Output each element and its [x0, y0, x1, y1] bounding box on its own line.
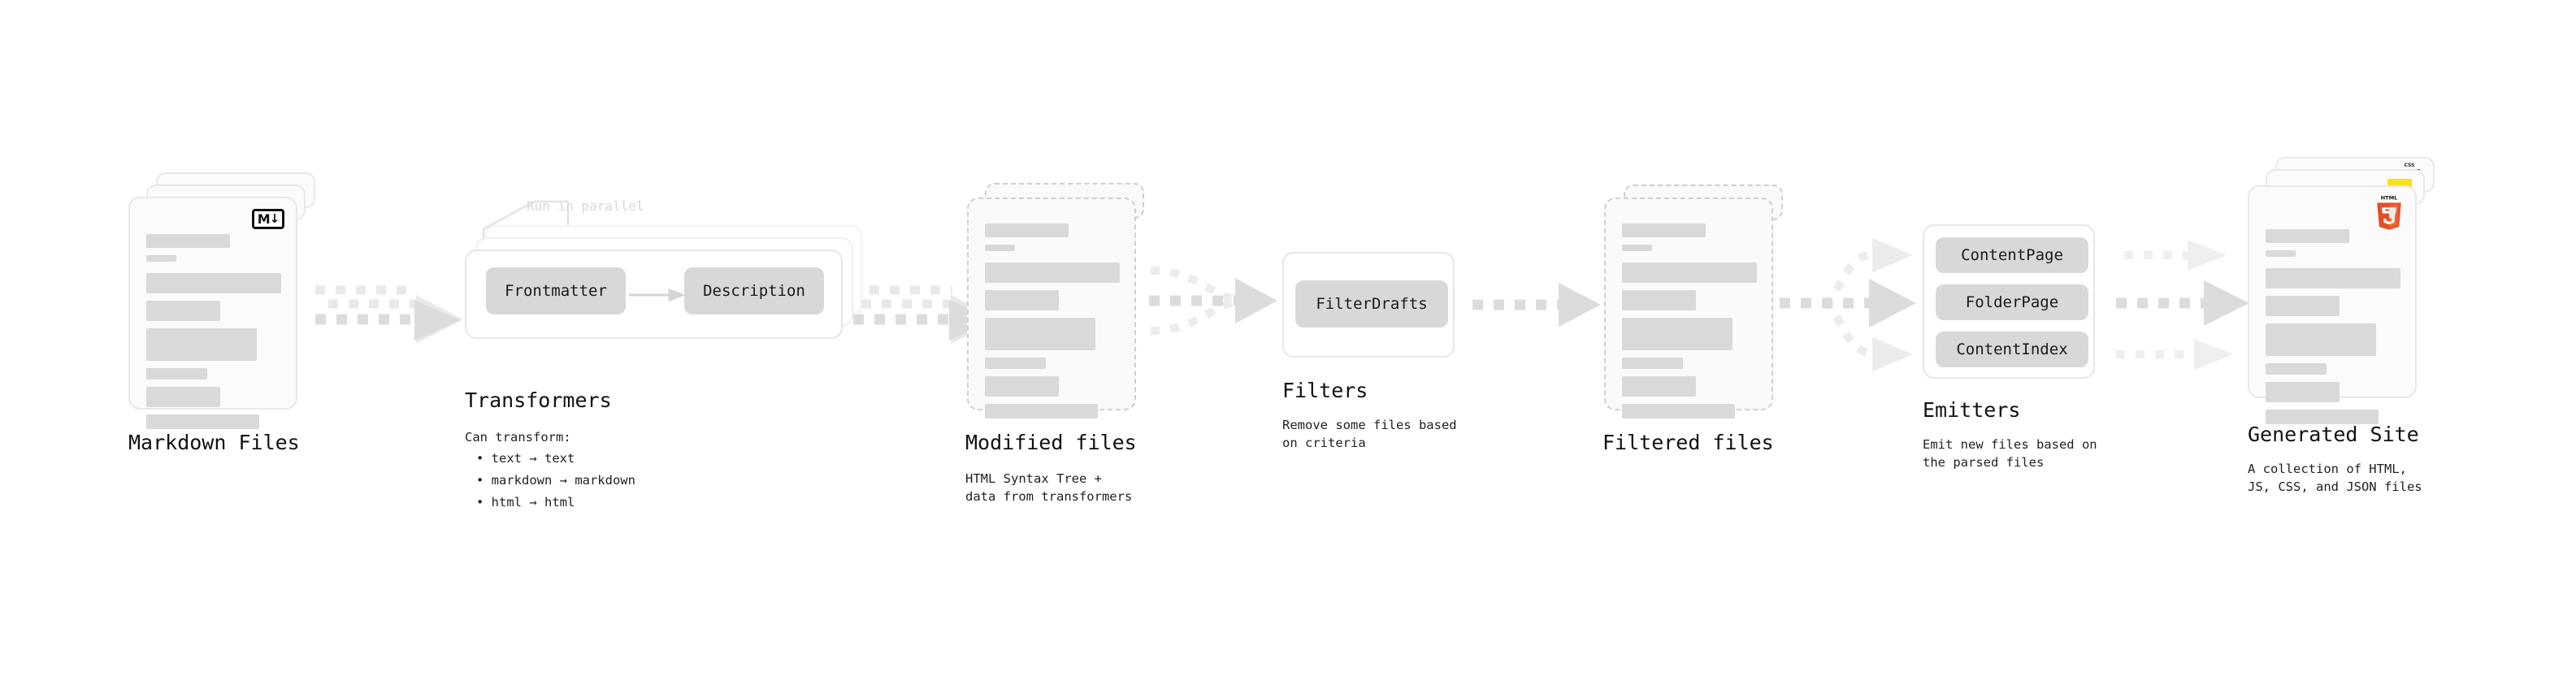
- arrow-markdown-to-transformers: [315, 285, 463, 344]
- arrow-modified-to-filters: [1149, 267, 1277, 335]
- skeleton-line: [2266, 363, 2327, 375]
- transformers-bullet-1: • markdown → markdown: [476, 473, 635, 488]
- emitter-pill-contentpage[interactable]: ContentPage: [1936, 237, 2088, 273]
- skeleton-line: [146, 387, 221, 407]
- filters-description: Remove some files based on criteria: [1282, 418, 1457, 451]
- markdown-badge: M↓: [252, 209, 284, 229]
- skeleton-line: [1622, 223, 1706, 237]
- skeleton-line: [985, 290, 1060, 310]
- site-card-front: HTML: [2248, 185, 2417, 424]
- filtered-card-front: [1604, 197, 1773, 419]
- markdown-skeleton: [146, 234, 281, 436]
- markdown-badge-arrow: ↓: [269, 211, 280, 226]
- css-badge-label: CSS: [2404, 163, 2415, 168]
- transformers-bullet-2: • html → html: [476, 495, 575, 510]
- stage-title-modified-files: Modified files: [965, 431, 1137, 454]
- skeleton-line: [985, 376, 1060, 397]
- generated-site-description: A collection of HTML, JS, CSS, and JSON …: [2248, 462, 2422, 495]
- skeleton-line: [146, 273, 281, 293]
- filtered-skeleton: [1622, 223, 1757, 426]
- stage-title-generated-site: Generated Site: [2248, 423, 2419, 446]
- skeleton-line: [146, 234, 230, 248]
- emitters-description: Emit new files based on the parsed files: [1923, 437, 2097, 471]
- skeleton-line: [146, 368, 207, 380]
- markdown-card-front: M↓: [128, 197, 297, 429]
- transformer-pill-description[interactable]: Description: [684, 267, 824, 314]
- skeleton-line: [146, 328, 258, 361]
- skeleton-line: [146, 414, 260, 429]
- skeleton-line: [985, 358, 1046, 369]
- modified-files-description: HTML Syntax Tree + data from transformer…: [965, 471, 1133, 505]
- skeleton-line: [985, 404, 1099, 419]
- stage-title-transformers: Transformers: [465, 388, 612, 412]
- markdown-badge-letter: M: [257, 210, 271, 227]
- svg-text:HTML: HTML: [2381, 194, 2398, 201]
- transformers-bullet-0: • text → text: [476, 451, 575, 466]
- emitter-pill-folderpage[interactable]: FolderPage: [1936, 284, 2088, 320]
- skeleton-line: [985, 223, 1069, 237]
- skeleton-line: [1622, 318, 1733, 350]
- skeleton-line: [2266, 410, 2379, 424]
- skeleton-line: [2266, 323, 2377, 356]
- transformer-arrow: [629, 288, 687, 302]
- arrow-filtered-to-emitters: [1780, 238, 1916, 371]
- stage-title-filters: Filters: [1282, 379, 1368, 402]
- skeleton-line: [2266, 296, 2340, 316]
- emitter-pill-contentindex[interactable]: ContentIndex: [1936, 332, 2088, 367]
- transformer-layer-front: Frontmatter Description: [465, 249, 843, 339]
- filter-pill-filterdrafts[interactable]: FilterDrafts: [1295, 280, 1448, 327]
- site-skeleton: [2266, 229, 2400, 432]
- html5-logo-icon: HTML: [2377, 194, 2401, 230]
- skeleton-line: [1622, 404, 1736, 419]
- skeleton-line: [1622, 358, 1683, 369]
- arrow-filters-to-filtered: [1472, 283, 1601, 327]
- skeleton-line: [146, 301, 221, 321]
- stage-title-markdown-files: Markdown Files: [128, 431, 300, 454]
- skeleton-line: [2266, 250, 2296, 257]
- stage-title-filtered-files: Filtered files: [1602, 431, 1774, 454]
- skeleton-line: [2266, 382, 2340, 402]
- skeleton-line: [2266, 268, 2400, 288]
- filters-box: FilterDrafts: [1282, 252, 1455, 358]
- skeleton-line: [985, 262, 1120, 283]
- run-in-parallel-label: Run in parallel: [527, 198, 644, 214]
- emitters-box: ContentPage FolderPage ContentIndex: [1923, 224, 2095, 379]
- skeleton-line: [2266, 229, 2349, 243]
- skeleton-line: [1622, 376, 1697, 397]
- transformer-pill-frontmatter[interactable]: Frontmatter: [486, 267, 626, 314]
- skeleton-line: [985, 318, 1096, 350]
- arrow-emitters-to-site: [2116, 240, 2249, 370]
- skeleton-line: [1622, 262, 1757, 283]
- skeleton-line: [1622, 290, 1697, 310]
- modified-skeleton: [985, 223, 1120, 426]
- transformers-description: Can transform:: [465, 430, 571, 445]
- skeleton-line: [1622, 245, 1652, 251]
- stage-title-emitters: Emitters: [1923, 398, 2021, 422]
- modified-card-front: [967, 197, 1136, 419]
- skeleton-line: [146, 255, 176, 262]
- skeleton-line: [985, 245, 1015, 251]
